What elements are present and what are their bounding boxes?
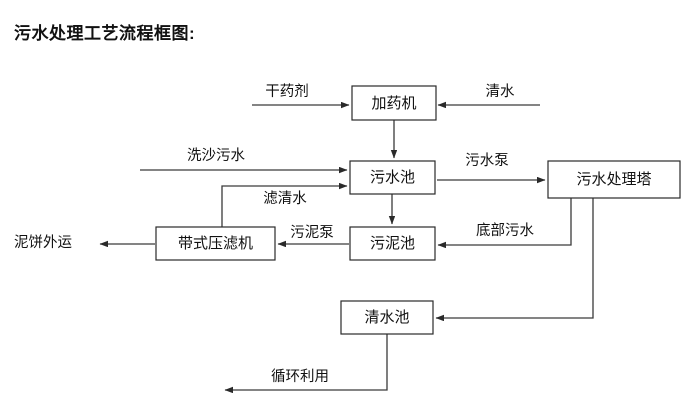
- node-sewage-pool-box: [349, 160, 436, 195]
- node-belt-filter-press-label: 带式压滤机: [178, 235, 253, 252]
- node-treatment-tower-box: [547, 160, 681, 199]
- edge-tower-to-clean-pool: [435, 198, 594, 322]
- node-sewage-pool[interactable]: 污水池: [349, 160, 436, 195]
- node-treatment-tower-label: 污水处理塔: [576, 171, 651, 188]
- node-dosing-machine-box: [351, 85, 437, 121]
- node-clean-water-pool[interactable]: 清水池: [340, 300, 434, 335]
- node-sludge-pool[interactable]: 污泥池: [349, 226, 436, 261]
- node-sewage-pool-label: 污水池: [370, 169, 415, 186]
- edge-tower-bottom-to-sludge-pool: [437, 198, 572, 249]
- edge-label-filtrate: 滤清水: [263, 190, 307, 207]
- node-dosing-machine-label: 加药机: [371, 95, 416, 112]
- terminal-label-mud-cake-out: 泥饼外运: [14, 234, 72, 251]
- edge-label-sand-wash-sewage: 洗沙污水: [187, 147, 245, 164]
- node-sludge-pool-box: [349, 226, 436, 261]
- edge-label-recycle: 循环利用: [271, 368, 329, 385]
- edge-filtrate-to-sewage-pool: [221, 182, 348, 227]
- node-dosing-machine[interactable]: 加药机: [351, 85, 437, 121]
- edge-label-clean-water: 清水: [486, 83, 515, 100]
- node-belt-filter-press[interactable]: 带式压滤机: [155, 226, 276, 261]
- edge-label-sludge-pump: 污泥泵: [290, 224, 334, 241]
- node-treatment-tower[interactable]: 污水处理塔: [547, 160, 681, 199]
- node-belt-filter-press-box: [155, 226, 276, 261]
- node-clean-water-pool-box: [340, 300, 434, 335]
- edge-label-sewage-pump: 污水泵: [465, 152, 509, 169]
- edge-label-dry-reagent: 干药剂: [265, 83, 309, 100]
- node-clean-water-pool-label: 清水池: [364, 309, 409, 326]
- page-title: 污水处理工艺流程框图:: [14, 24, 196, 43]
- node-sludge-pool-label: 污泥池: [370, 235, 415, 252]
- edge-label-bottom-sewage: 底部污水: [476, 222, 534, 239]
- edge-clean-pool-to-recycle: [224, 334, 388, 394]
